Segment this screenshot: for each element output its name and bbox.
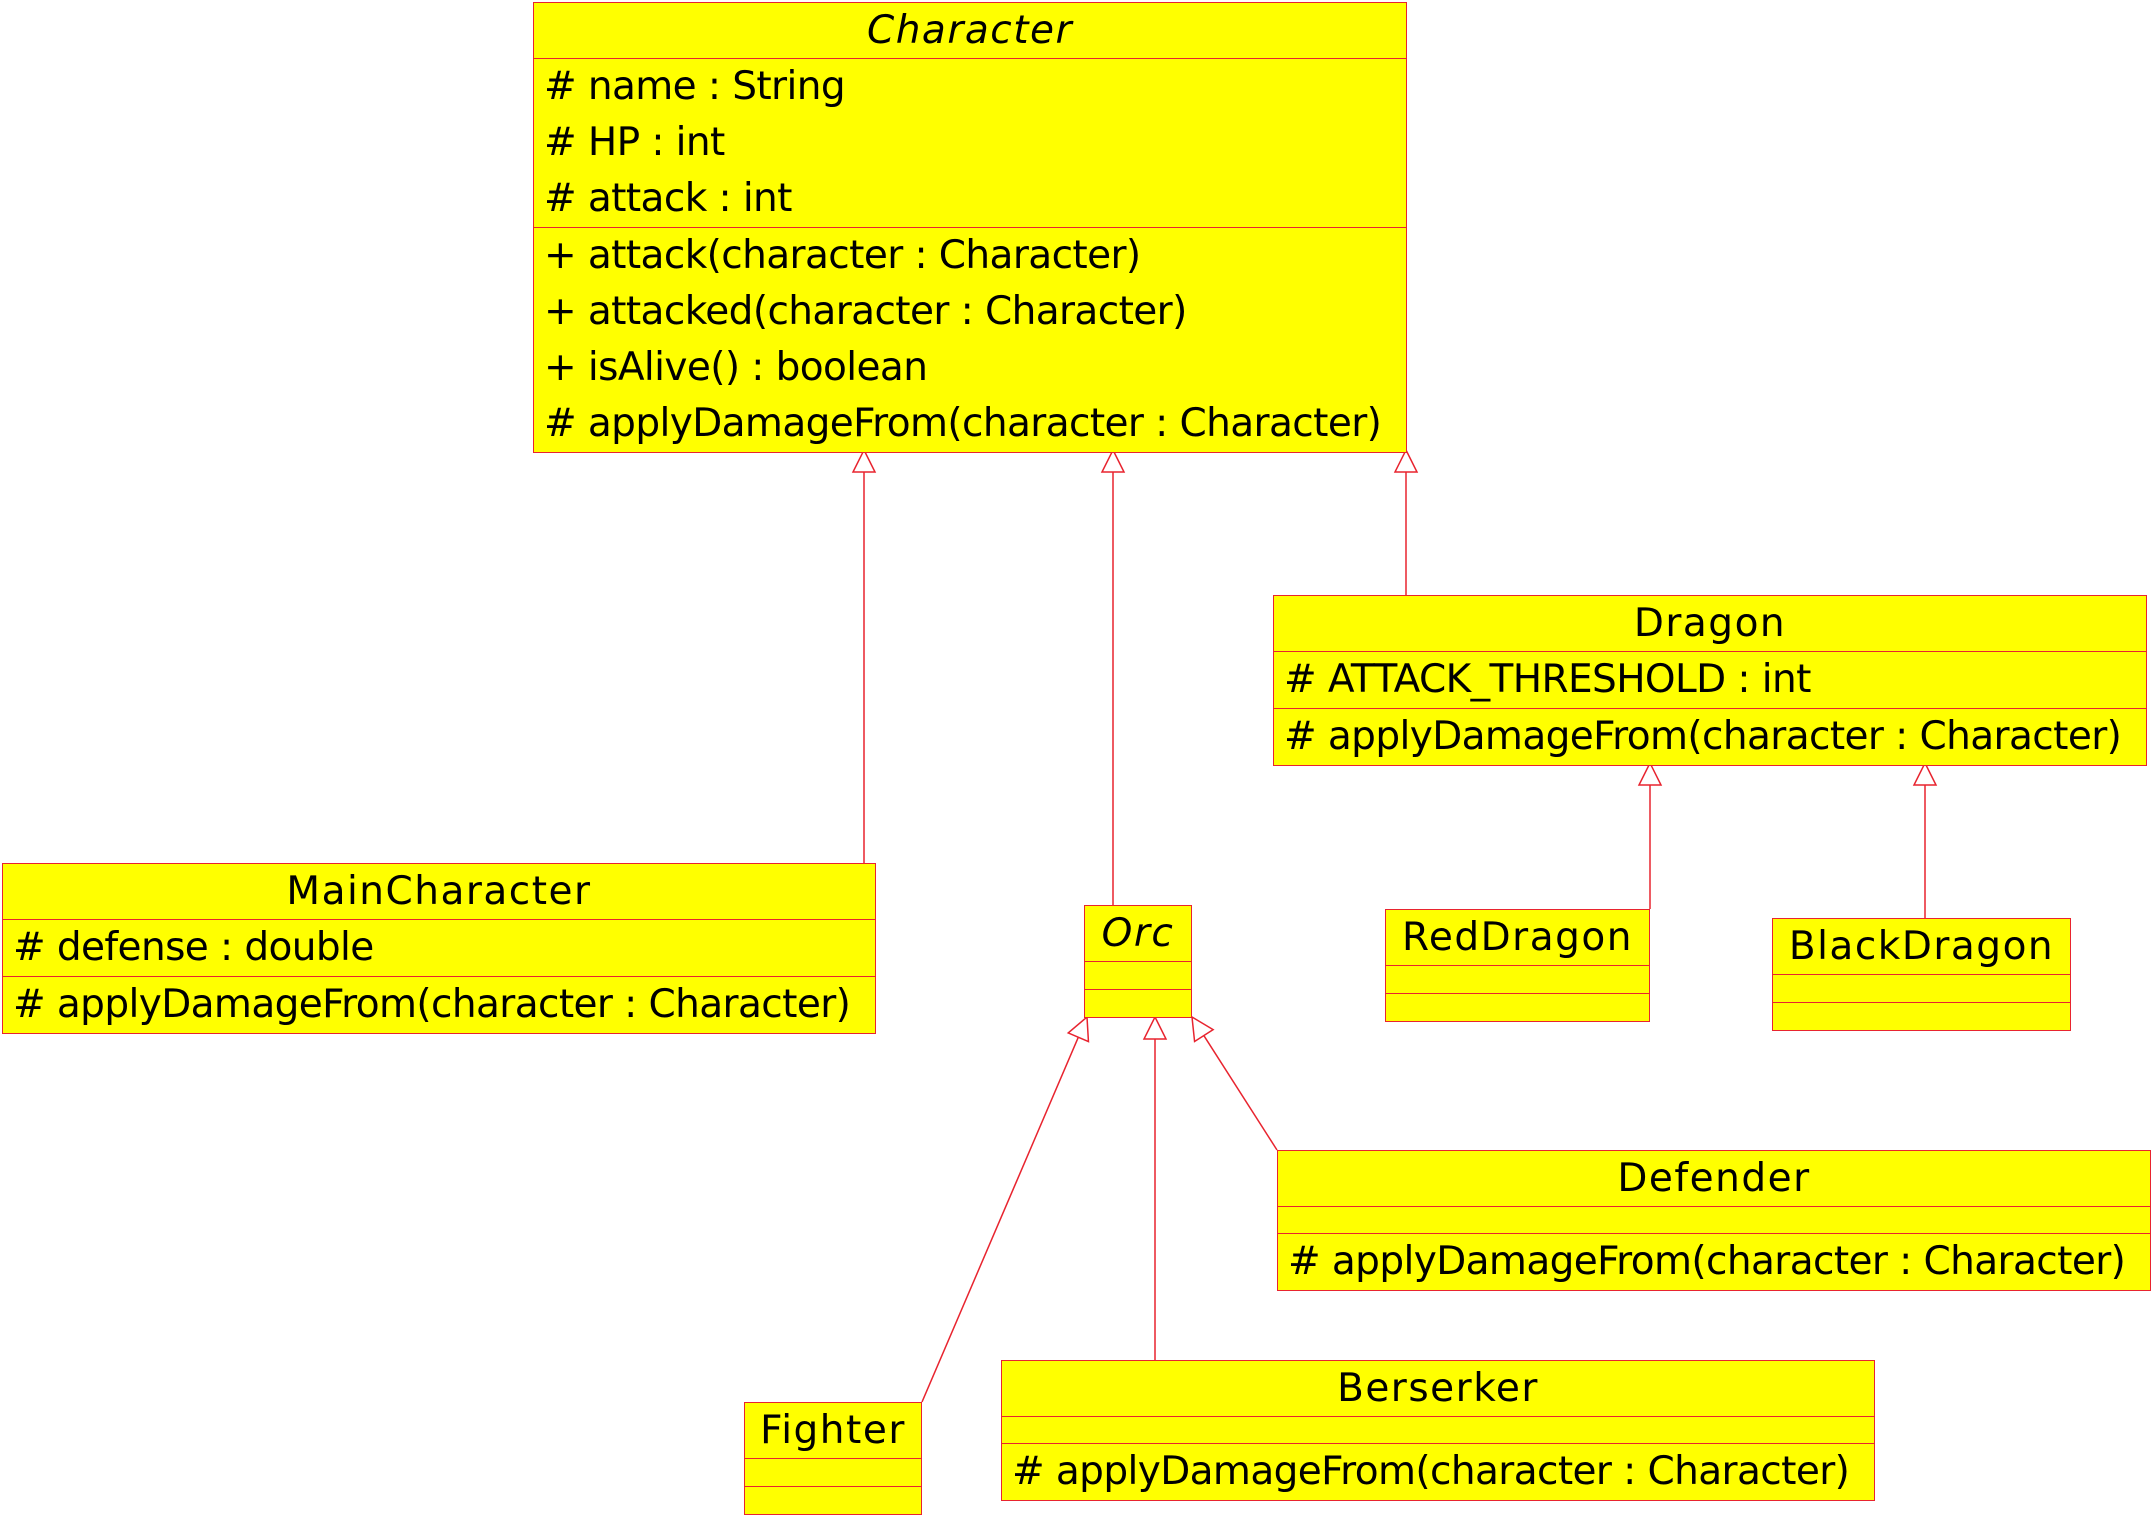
attribute-name: # name : String [544,64,846,109]
class-dragon-attributes: # ATTACK_THRESHOLD : int [1274,651,2146,708]
class-black-dragon-attributes [1773,974,2070,1002]
class-character-operations: + attack(character : Character) + attack… [534,227,1406,452]
class-red-dragon-attributes [1386,965,1649,993]
attribute-hp: # HP : int [544,120,725,165]
generalization-arrowhead-icon [1191,1015,1215,1043]
class-main-character-operations: # applyDamageFrom(character : Character) [3,976,875,1033]
class-defender[interactable]: Defender # applyDamageFrom(character : C… [1277,1150,2151,1291]
class-orc-attributes [1085,961,1191,989]
class-berserker-name: Berserker [1337,1366,1539,1411]
class-dragon[interactable]: Dragon # ATTACK_THRESHOLD : int # applyD… [1273,595,2147,766]
generalization-arrowhead-icon [1142,1015,1168,1040]
generalization-line-defender-to-orc [1203,1035,1278,1151]
class-defender-attributes [1278,1206,2150,1233]
class-main-character-attributes: # defense : double [3,919,875,976]
class-black-dragon-name: BlackDragon [1788,924,2055,969]
class-orc[interactable]: Orc [1084,905,1192,1018]
generalization-arrowhead-icon [1637,761,1663,786]
class-dragon-name: Dragon [1633,601,1787,646]
generalization-arrowhead-icon [1100,448,1126,473]
class-defender-name: Defender [1617,1156,1811,1201]
class-main-character-name: MainCharacter [286,869,592,914]
class-berserker-attributes [1002,1416,1874,1443]
class-fighter-attributes [745,1458,921,1486]
operation-attack: + attack(character : Character) [544,233,1141,278]
operation-is-alive: + isAlive() : boolean [544,345,928,390]
class-dragon-operations: # applyDamageFrom(character : Character) [1274,708,2146,765]
class-main-character[interactable]: MainCharacter # defense : double # apply… [2,863,876,1034]
class-fighter-name: Fighter [760,1408,906,1453]
class-fighter[interactable]: Fighter [744,1402,922,1515]
operation-attacked: + attacked(character : Character) [544,289,1187,334]
class-character-attributes: # name : String # HP : int # attack : in… [534,58,1406,227]
class-black-dragon-operations [1773,1002,2070,1030]
class-red-dragon-name: RedDragon [1402,915,1633,960]
class-berserker-operations: # applyDamageFrom(character : Character) [1002,1443,1874,1500]
class-defender-operations: # applyDamageFrom(character : Character) [1278,1233,2150,1290]
class-character[interactable]: Character # name : String # HP : int # a… [533,2,1407,453]
class-black-dragon[interactable]: BlackDragon [1772,918,2071,1031]
class-orc-operations [1085,989,1191,1017]
attribute-attack-threshold: # ATTACK_THRESHOLD : int [1284,657,1811,702]
operation-apply-damage-from: # applyDamageFrom(character : Character) [1288,1239,2126,1284]
generalization-arrowhead-icon [1393,448,1419,473]
attribute-defense: # defense : double [13,925,374,970]
class-red-dragon-operations [1386,993,1649,1021]
generalization-arrowhead-icon [1066,1015,1090,1043]
generalization-arrowhead-icon [851,448,877,473]
operation-apply-damage-from: # applyDamageFrom(character : Character) [1012,1449,1850,1494]
class-fighter-operations [745,1486,921,1514]
operation-apply-damage-from: # applyDamageFrom(character : Character) [13,982,851,1027]
class-red-dragon[interactable]: RedDragon [1385,909,1650,1022]
operation-apply-damage-from: # applyDamageFrom(character : Character) [1284,714,2122,759]
generalization-line-fighter-to-orc [921,1036,1080,1403]
generalization-arrowhead-icon [1912,761,1938,786]
class-orc-name: Orc [1101,911,1175,956]
class-berserker[interactable]: Berserker # applyDamageFrom(character : … [1001,1360,1875,1501]
attribute-attack: # attack : int [544,176,792,221]
operation-apply-damage-from: # applyDamageFrom(character : Character) [544,401,1382,446]
class-character-name: Character [866,8,1074,53]
